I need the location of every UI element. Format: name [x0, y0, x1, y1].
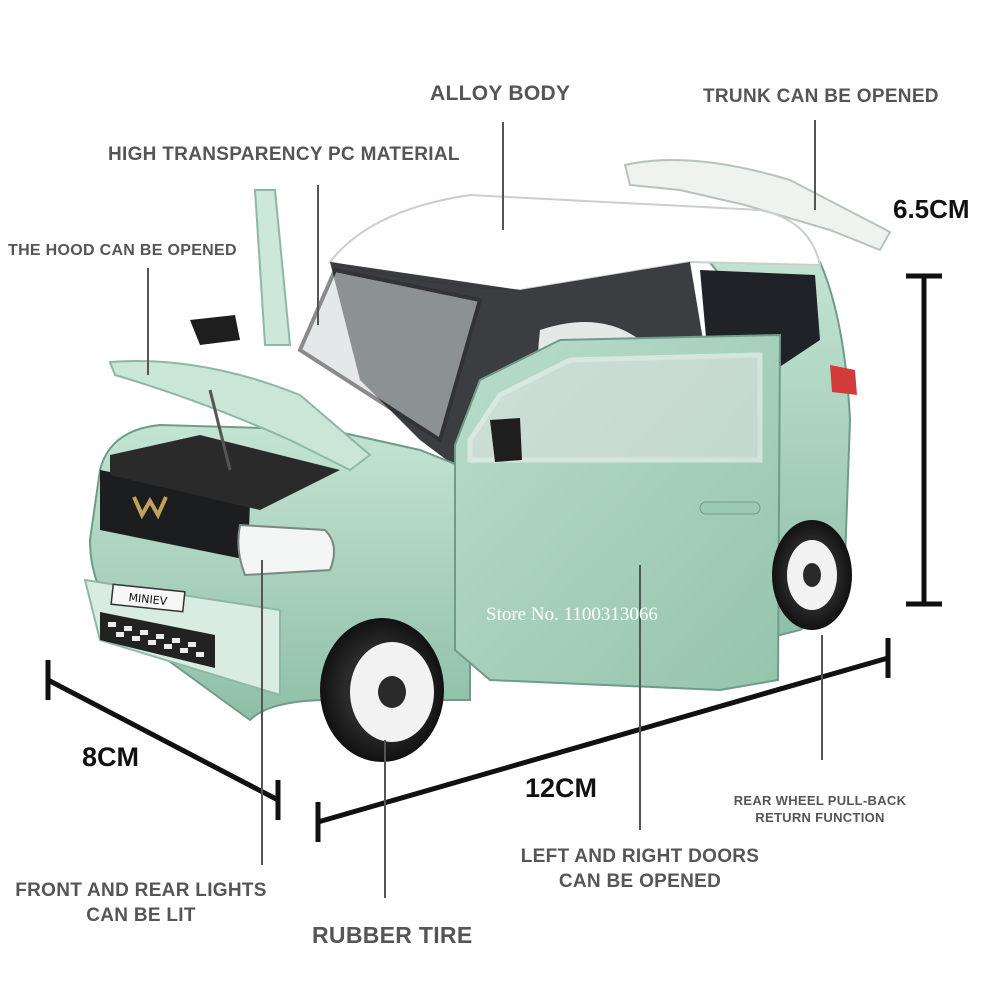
dimension-height: 6.5CM: [893, 194, 970, 224]
label-hood: THE HOOD CAN BE OPENED: [8, 242, 237, 259]
dimension-length: 12CM: [525, 773, 598, 803]
label-doors: LEFT AND RIGHT DOORS CAN BE OPENED: [505, 844, 775, 894]
store-watermark: Store No. 1100313066: [486, 604, 658, 625]
label-doors-line1: LEFT AND RIGHT DOORS: [520, 846, 760, 867]
label-rubber-tire: RUBBER TIRE: [312, 922, 473, 948]
side-mirror: [190, 315, 240, 345]
windshield: [297, 267, 483, 444]
hood: [108, 359, 372, 472]
height-dimension-bar: [906, 273, 942, 607]
label-alloy-body: ALLOY BODY: [430, 82, 571, 105]
label-lights-line2: CAN BE LIT: [86, 905, 196, 926]
length-dimension-bar: [315, 638, 891, 842]
rear-wheel: [772, 520, 852, 630]
label-trunk: TRUNK CAN BE OPENED: [703, 86, 939, 107]
door-window: [467, 352, 763, 463]
plate-text: MINIEV: [128, 591, 168, 608]
label-doors-line2: CAN BE OPENED: [558, 871, 722, 892]
width-dimension-bar: [45, 660, 281, 820]
lower-grille-pattern: [108, 622, 204, 657]
rear-light: [830, 365, 857, 395]
leader-lines: [147, 120, 823, 898]
door-mirror: [490, 418, 522, 462]
label-rear-wheel-line2: RETURN FUNCTION: [755, 810, 885, 825]
dimension-width: 8CM: [82, 742, 140, 772]
door-handle: [699, 501, 761, 515]
label-lights-line1: FRONT AND REAR LIGHTS: [15, 880, 267, 901]
brand-logo: [132, 496, 168, 520]
front-door-frame: [253, 189, 292, 346]
label-rear-wheel-line1: REAR WHEEL PULL-BACK: [733, 793, 907, 808]
label-pc-material: HIGH TRANSPARENCY PC MATERIAL: [108, 144, 460, 165]
label-rear-wheel: REAR WHEEL PULL-BACK RETURN FUNCTION: [725, 792, 915, 826]
label-lights: FRONT AND REAR LIGHTS CAN BE LIT: [0, 878, 282, 928]
license-plate: [110, 583, 186, 613]
headlight: [237, 523, 335, 577]
front-wheel: [320, 618, 444, 762]
trunk-lid: [623, 159, 892, 252]
engine-bay: [110, 435, 340, 510]
